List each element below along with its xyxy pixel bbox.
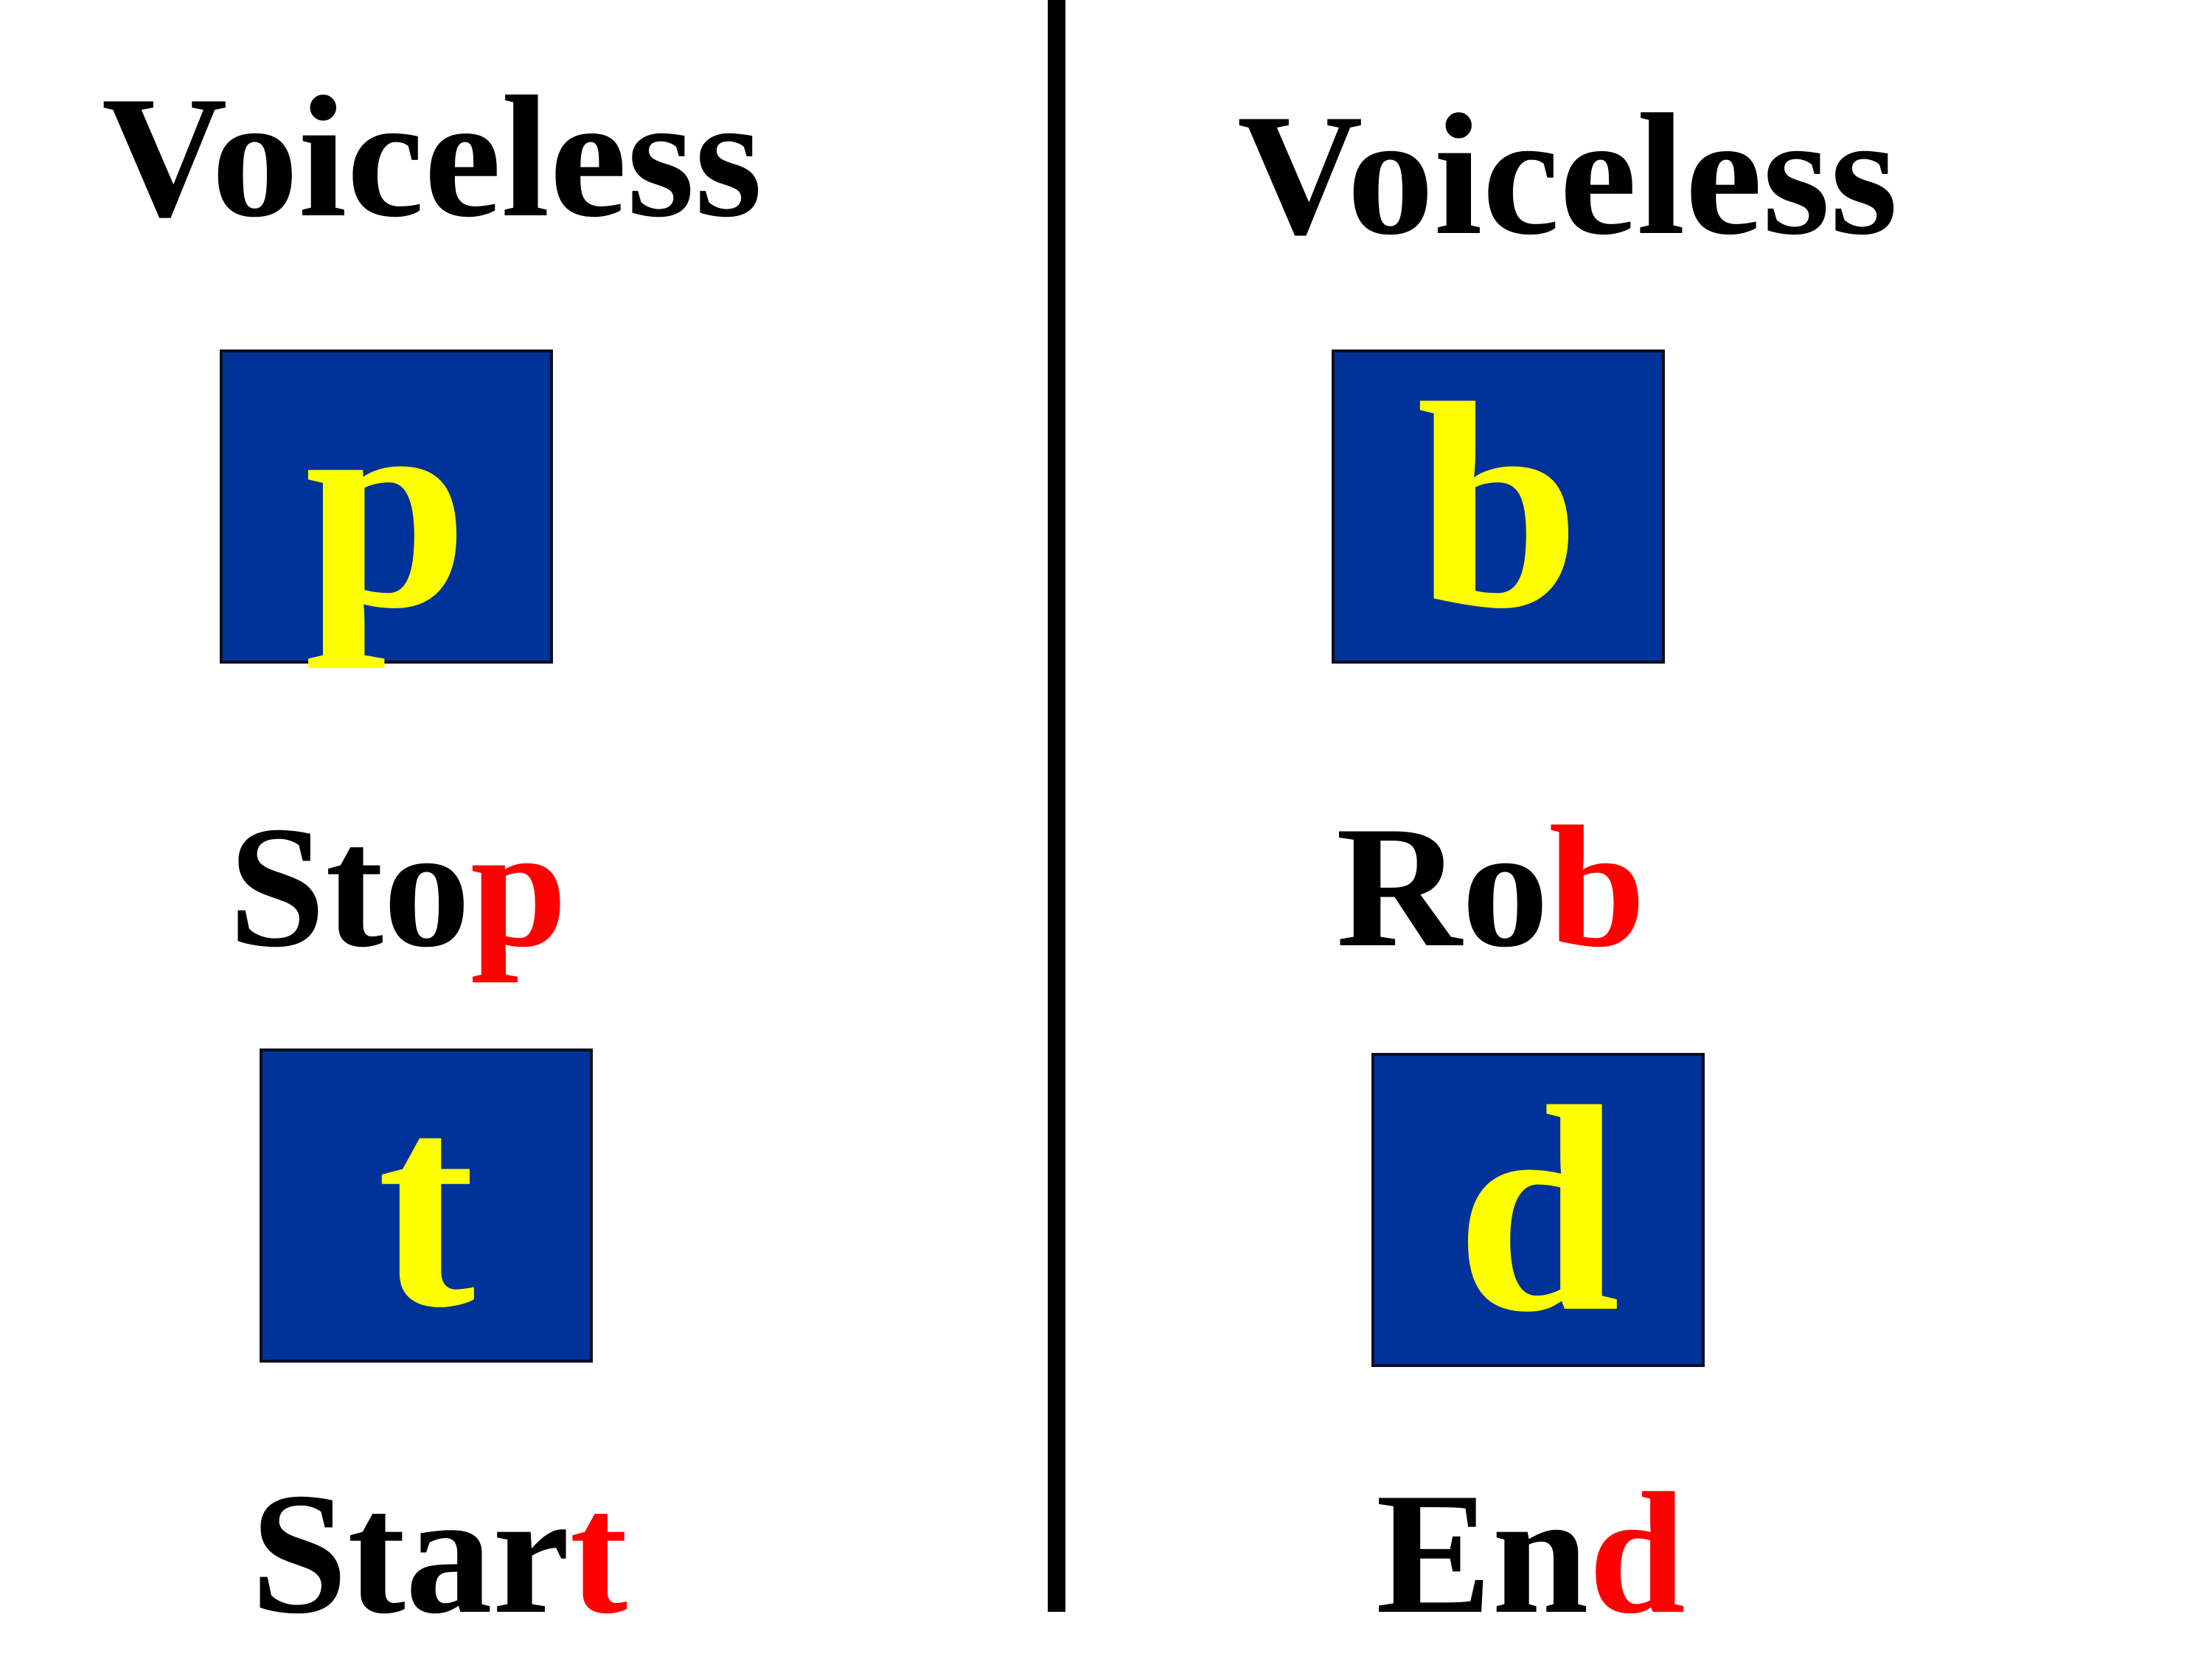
right-heading: Voiceless [1237,79,1898,271]
word-start-highlight: t [569,1458,628,1650]
word-rob: Rob [1336,801,1646,975]
letter-tile-b: b [1332,349,1665,664]
word-end: End [1376,1467,1686,1641]
word-end-highlight: d [1588,1458,1686,1650]
word-stop-highlight: p [470,791,568,984]
word-start-base: Star [251,1458,570,1650]
center-divider [1048,0,1065,1612]
letter-tile-t: t [260,1048,593,1363]
left-heading: Voiceless [102,61,762,254]
letter-tile-d: d [1371,1053,1705,1367]
letter-b: b [1416,343,1581,669]
letter-p: p [304,343,469,669]
word-end-base: En [1376,1458,1589,1650]
letter-t: t [377,1042,476,1368]
letter-tile-p: p [220,349,553,664]
word-stop-base: Sto [229,791,470,984]
word-start: Start [251,1467,627,1641]
word-stop: Stop [229,801,567,975]
word-rob-base: Ro [1336,791,1549,984]
word-rob-highlight: b [1548,791,1646,984]
letter-d: d [1455,1046,1621,1373]
